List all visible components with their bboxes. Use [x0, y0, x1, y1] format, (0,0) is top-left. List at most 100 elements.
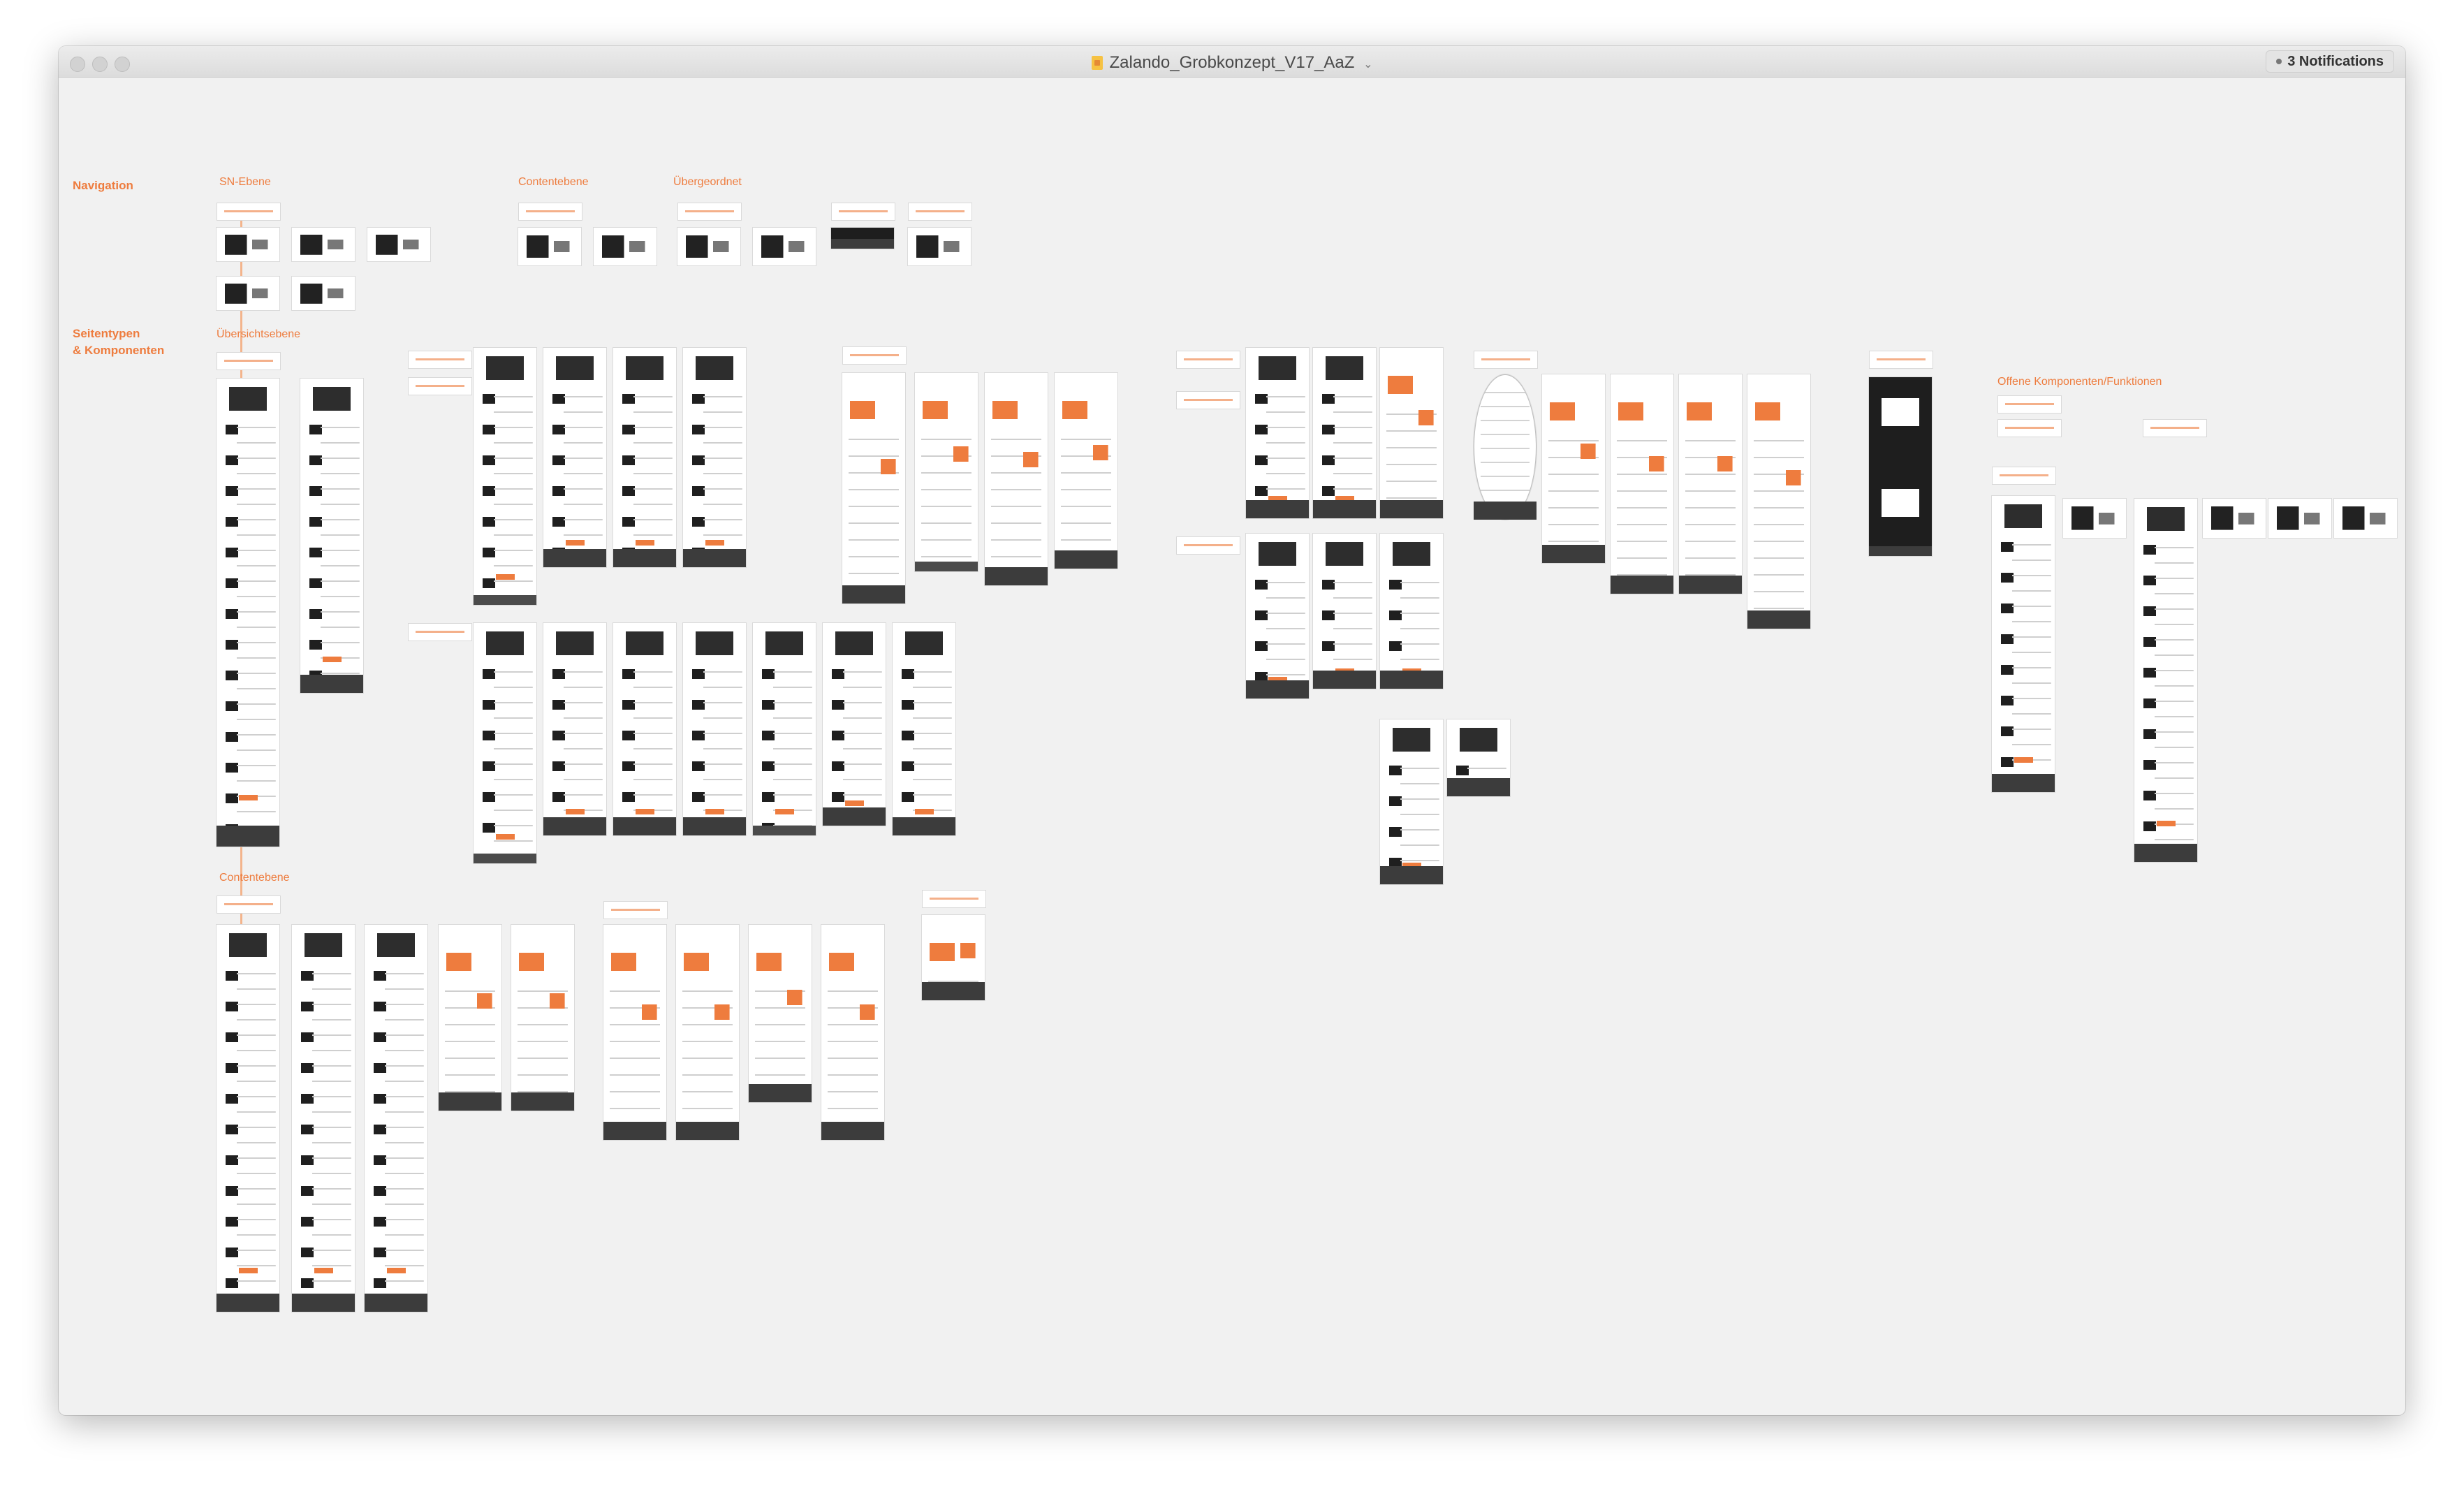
artboard-thumbnail[interactable]: [594, 228, 657, 265]
artboard-thumbnail[interactable]: [985, 373, 1048, 585]
artboard-footer: [985, 567, 1048, 585]
artboard-thumbnail[interactable]: [842, 373, 905, 603]
artboard-thumbnail[interactable]: [753, 228, 816, 265]
artboard-thumbnail[interactable]: [1055, 373, 1117, 569]
artboard-thumbnail[interactable]: [831, 228, 894, 249]
artboard-label-chip[interactable]: [1176, 536, 1240, 555]
artboard-thumbnail[interactable]: [603, 925, 666, 1140]
artboard-label-chip[interactable]: [908, 203, 972, 221]
artboard-thumbnail[interactable]: [365, 925, 427, 1312]
artboard-thumbnail[interactable]: [908, 228, 971, 265]
minimize-window-button[interactable]: [92, 57, 108, 72]
artboard-label-chip[interactable]: [842, 346, 907, 365]
artboard-thumbnail[interactable]: [439, 925, 501, 1111]
document-title[interactable]: Zalando_Grobkonzept_V17_AaZ ⌄: [59, 53, 2405, 73]
artboard-thumbnail[interactable]: [1542, 374, 1605, 563]
notifications-button[interactable]: 3 Notifications: [2266, 50, 2394, 73]
artboard-thumbnail[interactable]: [474, 348, 536, 605]
artboard-thumbnail[interactable]: [677, 228, 740, 265]
artboard-thumbnail[interactable]: [217, 277, 279, 310]
artboard-thumbnail[interactable]: [2203, 499, 2266, 538]
artboard-footer: [1611, 576, 1673, 594]
artboard-thumbnail[interactable]: [613, 623, 676, 835]
artboard-thumbnail[interactable]: [1380, 348, 1443, 518]
artboard-thumbnail[interactable]: [1246, 348, 1309, 518]
artboard-thumbnail[interactable]: [1611, 374, 1673, 594]
artboard-thumbnail[interactable]: [367, 228, 430, 261]
artboard-label-chip[interactable]: [217, 895, 281, 914]
artboard-thumbnail[interactable]: [217, 228, 279, 261]
artboard-thumbnail[interactable]: [753, 623, 816, 835]
group-label-offene-komponenten: Offene Komponenten/Funktionen: [1997, 376, 2162, 388]
zoom-window-button[interactable]: [115, 57, 130, 72]
artboard-thumbnail[interactable]: [518, 228, 581, 265]
artboard-thumbnail[interactable]: [292, 277, 355, 310]
artboard-thumbnail[interactable]: [676, 925, 739, 1140]
artboard-label-chip[interactable]: [217, 352, 281, 370]
artboard-label-chip[interactable]: [1869, 351, 1933, 369]
artboard-thumbnail[interactable]: [1992, 496, 2055, 792]
artboard-thumbnail[interactable]: [2268, 499, 2331, 538]
artboard-footer: [365, 1294, 427, 1312]
artboard-footer: [1679, 576, 1742, 594]
artboard-label-chip[interactable]: [603, 901, 668, 919]
artboard-thumbnail[interactable]: [1474, 374, 1537, 520]
artboard-thumbnail[interactable]: [1869, 377, 1932, 556]
artboard-footer: [1380, 866, 1443, 884]
notification-dot-icon: [2276, 59, 2282, 64]
artboard-thumbnail[interactable]: [1313, 534, 1376, 689]
artboard-label-chip[interactable]: [1176, 351, 1240, 369]
artboard-thumbnail[interactable]: [1679, 374, 1742, 594]
artboard-label-chip[interactable]: [408, 351, 472, 369]
artboard-label-chip[interactable]: [677, 203, 742, 221]
artboard-label-chip[interactable]: [518, 203, 582, 221]
artboard-label-chip[interactable]: [1997, 395, 2062, 414]
artboard-thumbnail[interactable]: [749, 925, 812, 1102]
artboard-footer: [1747, 610, 1810, 629]
artboard-footer: [217, 826, 279, 847]
artboard-thumbnail[interactable]: [217, 379, 279, 847]
artboard-thumbnail[interactable]: [613, 348, 676, 567]
artboard-thumbnail[interactable]: [915, 373, 978, 571]
artboard-label-chip[interactable]: [1997, 419, 2062, 437]
artboard-thumbnail[interactable]: [1747, 374, 1810, 629]
chevron-down-icon[interactable]: ⌄: [1363, 59, 1373, 71]
artboard-canvas[interactable]: Navigation Seitentypen & Komponenten SN-…: [59, 77, 2405, 1415]
close-window-button[interactable]: [70, 57, 85, 72]
artboard-thumbnail[interactable]: [683, 348, 746, 567]
artboard-thumbnail[interactable]: [300, 379, 363, 693]
artboard-label-chip[interactable]: [1992, 467, 2056, 485]
artboard-thumbnail[interactable]: [1380, 534, 1443, 689]
artboard-thumbnail[interactable]: [543, 348, 606, 567]
artboard-thumbnail[interactable]: [821, 925, 884, 1140]
artboard-footer: [511, 1092, 574, 1111]
document-icon: [1091, 56, 1103, 70]
artboard-footer: [300, 675, 363, 693]
artboard-thumbnail[interactable]: [2063, 499, 2126, 538]
artboard-thumbnail[interactable]: [292, 925, 355, 1312]
artboard-label-chip[interactable]: [408, 623, 472, 641]
artboard-thumbnail[interactable]: [1246, 534, 1309, 698]
artboard-label-chip[interactable]: [831, 203, 895, 221]
artboard-thumbnail[interactable]: [1313, 348, 1376, 518]
artboard-label-chip[interactable]: [2143, 419, 2207, 437]
artboard-thumbnail[interactable]: [474, 623, 536, 863]
artboard-thumbnail[interactable]: [543, 623, 606, 835]
artboard-label-chip[interactable]: [1474, 351, 1538, 369]
artboard-thumbnail[interactable]: [823, 623, 886, 826]
artboard-label-chip[interactable]: [217, 203, 281, 221]
artboard-label-chip[interactable]: [922, 890, 986, 908]
artboard-label-chip[interactable]: [1176, 391, 1240, 409]
artboard-label-chip[interactable]: [408, 377, 472, 395]
artboard-thumbnail[interactable]: [893, 623, 955, 835]
artboard-thumbnail[interactable]: [217, 925, 279, 1312]
artboard-footer: [613, 549, 676, 567]
artboard-thumbnail[interactable]: [683, 623, 746, 835]
artboard-thumbnail[interactable]: [2334, 499, 2397, 538]
group-label-uebergeordnet: Übergeordnet: [673, 176, 742, 188]
artboard-thumbnail[interactable]: [2134, 499, 2197, 862]
artboard-thumbnail[interactable]: [292, 228, 355, 261]
artboard-thumbnail[interactable]: [1380, 719, 1443, 884]
artboard-thumbnail[interactable]: [511, 925, 574, 1111]
artboard-footer: [1313, 671, 1376, 689]
